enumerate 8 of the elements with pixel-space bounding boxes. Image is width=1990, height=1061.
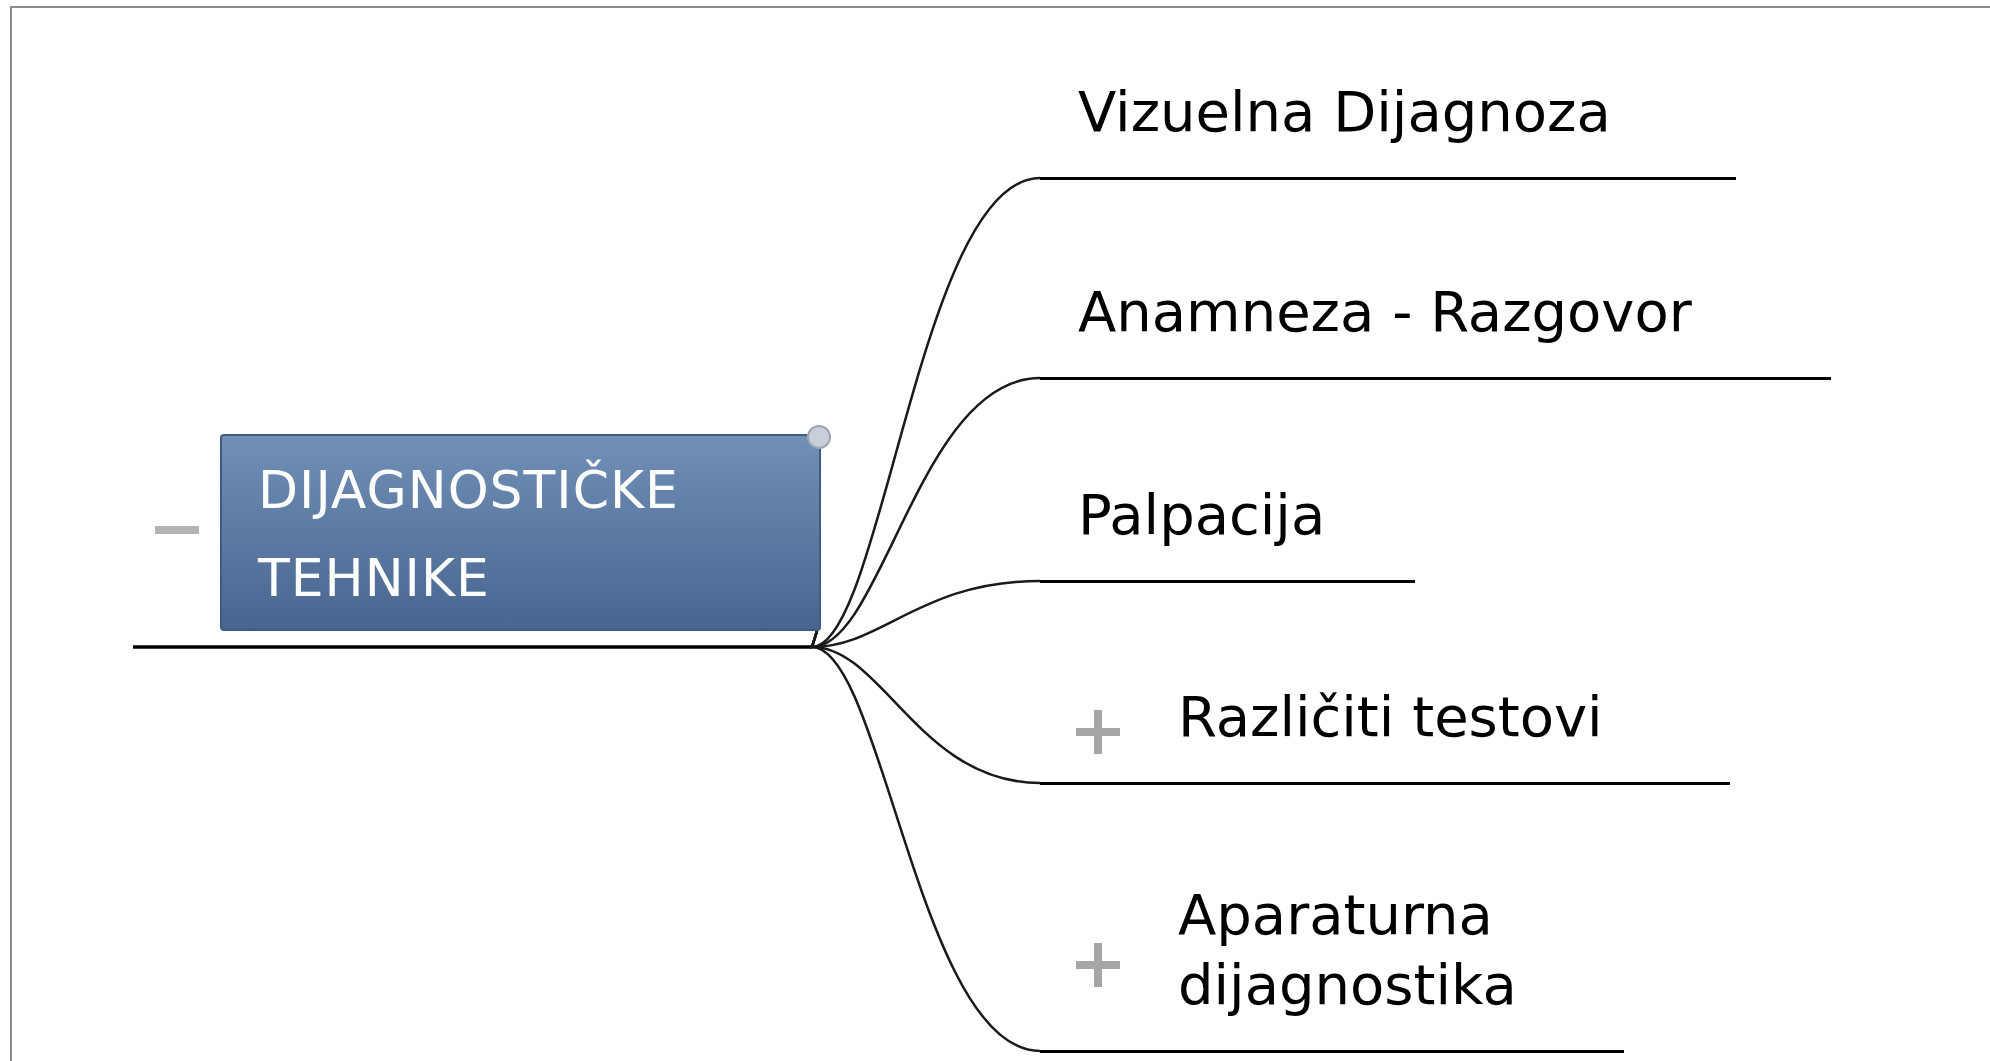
subtopic-label: Vizuelna Dijagnoza: [1078, 78, 1612, 146]
topic-title: DIJAGNOSTIČKE TEHNIKE: [258, 458, 680, 610]
subtopic-label: Različiti testovi: [1178, 683, 1604, 751]
root-topic-box: [220, 434, 821, 631]
subtopic-label: Aparaturna dijagnostika: [1178, 881, 1518, 1019]
subtopic-label: Palpacija: [1078, 481, 1327, 549]
connector-line: [810, 630, 1041, 1053]
subtopic-label: Anamneza - Razgovor: [1078, 278, 1693, 346]
